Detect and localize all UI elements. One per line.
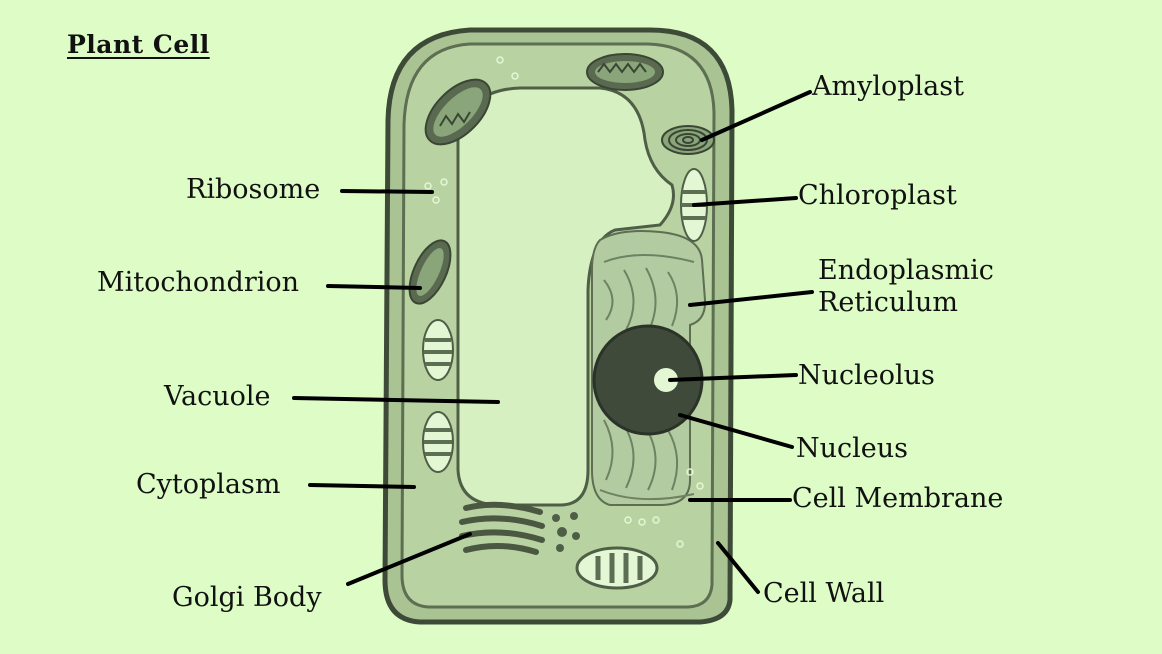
mitochondrion-top-left — [424, 78, 492, 146]
vesicles — [552, 512, 580, 552]
diagram-title: Plant Cell — [67, 30, 210, 59]
nucleolus-shape — [654, 368, 678, 392]
label-vacuole: Vacuole — [164, 381, 271, 412]
leader-line-cell-wall — [716, 541, 760, 594]
leader-line-nucleolus — [668, 373, 798, 382]
leader-line-er — [688, 290, 814, 307]
label-cell-wall: Cell Wall — [763, 578, 885, 609]
label-cytoplasm: Cytoplasm — [136, 469, 281, 500]
leader-line-nucleus — [678, 413, 794, 449]
label-ribosome: Ribosome — [186, 174, 321, 205]
leader-line-cytoplasm — [308, 483, 416, 489]
mitochondrion-top — [586, 53, 664, 91]
label-er-line1: Endoplasmic — [818, 255, 994, 286]
label-er-line2: Reticulum — [818, 287, 958, 319]
leader-line-ribosome — [340, 189, 434, 194]
label-chloroplast: Chloroplast — [798, 180, 957, 211]
chloroplast-left-1 — [422, 319, 454, 381]
label-nucleolus: Nucleolus — [798, 360, 935, 391]
chloroplast-left-2 — [422, 411, 454, 473]
chloroplast-bottom — [575, 546, 659, 590]
leader-line-mitochondrion — [326, 284, 422, 290]
label-cell-membrane: Cell Membrane — [792, 483, 1004, 514]
leader-line-vacuole — [292, 396, 500, 404]
leader-line-golgi-body — [346, 532, 472, 586]
label-endoplasmic-reticulum: Endoplasmic Reticulum — [818, 255, 994, 320]
leader-lines — [292, 90, 814, 594]
leader-line-amyloplast — [700, 90, 812, 142]
label-mitochondrion: Mitochondrion — [97, 267, 300, 298]
label-nucleus: Nucleus — [796, 433, 908, 464]
leader-line-chloroplast — [692, 196, 798, 207]
label-golgi-body: Golgi Body — [172, 582, 322, 613]
label-amyloplast: Amyloplast — [812, 71, 964, 102]
ribosome-dots — [424, 56, 704, 548]
